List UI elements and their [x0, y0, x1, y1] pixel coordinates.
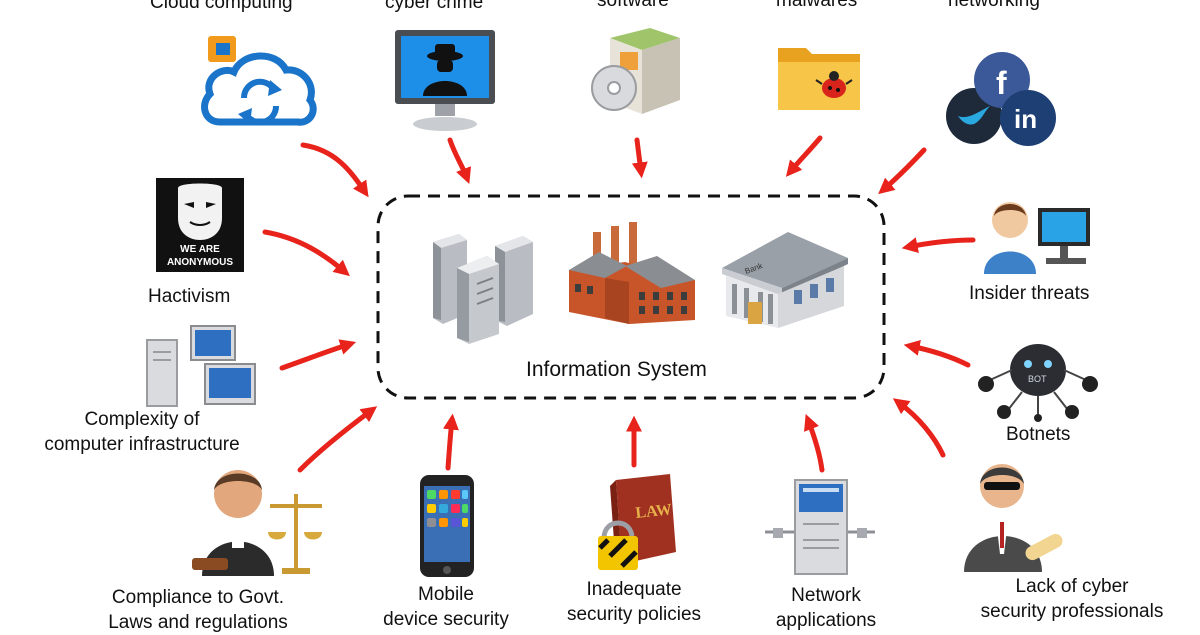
- bot-tag-text: BOT: [1028, 374, 1047, 384]
- law-book-lock-icon: LAW: [598, 474, 676, 570]
- security-professional-icon: [964, 464, 1063, 572]
- cloud-sync-icon: [201, 36, 317, 126]
- botnet-robot-icon: BOT: [978, 344, 1098, 422]
- compliance-label-line2: Laws and regulations: [108, 612, 288, 633]
- cloud-computing-label: Cloud computing: [150, 0, 293, 13]
- network-server-icon: [765, 479, 875, 575]
- policies-label-line2: security policies: [566, 604, 702, 625]
- malwares-label: malwares: [776, 0, 858, 11]
- arrow-mobile: [442, 413, 459, 471]
- arrow-network: [804, 414, 825, 473]
- compliance-label-line1: Compliance to Govt.: [111, 587, 285, 608]
- complexity-label: Complexity of computer infrastructure: [14, 407, 270, 457]
- hactivism-label: Hactivism: [148, 286, 231, 307]
- arrow-insider: [901, 237, 976, 253]
- information-system-box: [376, 194, 886, 400]
- complexity-label-line2: computer infrastructure: [44, 434, 240, 455]
- anonymous-mask-icon: WE ARE ANONYMOUS: [156, 178, 244, 272]
- anonymous-text-line2: ANONYMOUS: [167, 257, 233, 268]
- information-system-label: Information System: [526, 358, 707, 381]
- lack-label-line2: security professionals: [980, 601, 1164, 622]
- lack-label-line1: Lack of cyber: [1015, 576, 1129, 597]
- arrow-lack: [892, 398, 946, 458]
- arrow-hactivism: [262, 229, 350, 277]
- cyber-crime-label: cyber crime: [385, 0, 484, 13]
- software-label: software: [597, 0, 669, 11]
- policies-label-line1: Inadequate: [586, 579, 682, 600]
- infected-folder-icon: [778, 48, 860, 110]
- computer-infrastructure-icon: [146, 325, 256, 407]
- network-label-line1: Network: [791, 585, 861, 606]
- network-label: Network applications: [740, 583, 912, 633]
- arrow-botnets: [903, 340, 971, 368]
- botnets-label: Botnets: [1006, 424, 1071, 445]
- mobile-label-line2: device security: [383, 609, 509, 630]
- arrow-networking: [878, 147, 927, 195]
- arrow-cyber: [447, 137, 472, 184]
- mobile-label: Mobile device security: [366, 582, 526, 632]
- arrow-software: [631, 137, 648, 179]
- smartphone-icon: [420, 475, 474, 577]
- policies-label: Inadequate security policies: [552, 577, 716, 627]
- hacker-monitor-icon: [395, 30, 495, 131]
- insider-threats-label: Insider threats: [969, 283, 1090, 304]
- facebook-icon: f: [996, 65, 1007, 101]
- law-book-text: LAW: [635, 501, 673, 522]
- software-box-icon: [591, 28, 680, 114]
- social-networking-icon: f in: [946, 52, 1056, 146]
- lack-professionals-label: Lack of cyber security professionals: [952, 574, 1192, 624]
- arrow-cloud: [300, 142, 369, 198]
- network-label-line2: applications: [775, 610, 877, 631]
- mobile-label-line1: Mobile: [418, 584, 474, 605]
- arrow-malwares: [785, 135, 823, 177]
- compliance-label: Compliance to Govt. Laws and regulations: [80, 585, 316, 635]
- server-towers-icon: [433, 234, 533, 344]
- complexity-label-line1: Complexity of: [84, 409, 200, 430]
- judge-scales-icon: [192, 470, 322, 576]
- networking-label: networking: [948, 0, 1040, 11]
- bank-icon: Bank: [722, 232, 848, 328]
- insider-user-computer-icon: [984, 202, 1090, 274]
- anonymous-text-line1: WE ARE: [180, 244, 220, 255]
- linkedin-icon: in: [1014, 104, 1037, 134]
- factory-icon: [569, 222, 695, 324]
- arrow-compliance: [297, 406, 378, 473]
- arrow-complexity: [279, 339, 357, 371]
